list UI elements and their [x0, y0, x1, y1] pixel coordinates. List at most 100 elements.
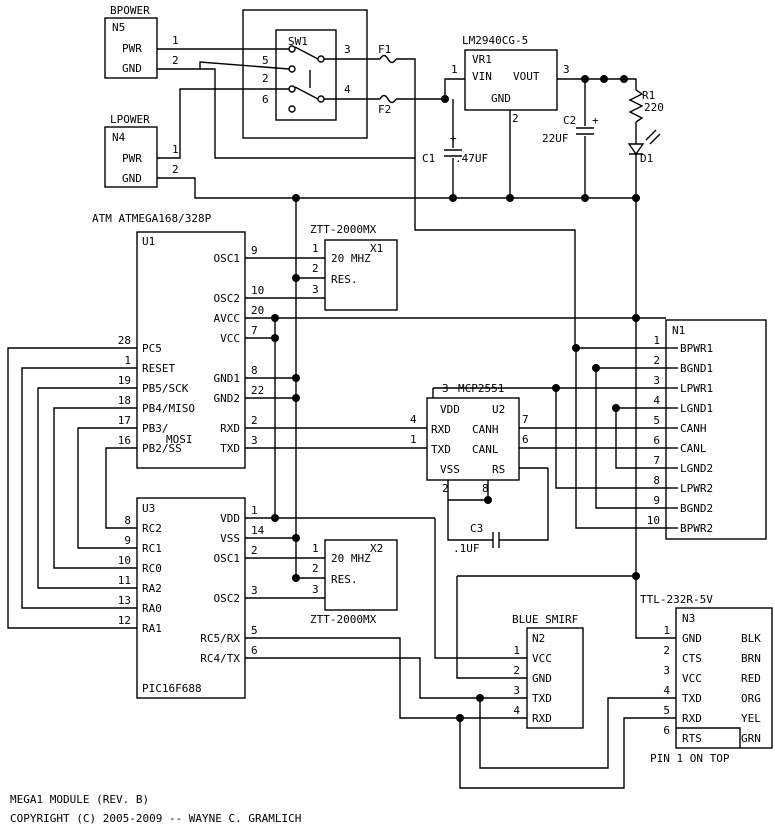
fuse-f1-symbol	[379, 54, 397, 64]
n3-ref: N3	[682, 612, 695, 625]
u3-pin-number: 1	[251, 504, 258, 517]
r1-value: 220	[644, 101, 664, 114]
u1-pin-number: 10	[251, 284, 264, 297]
n3-pin-label: RXD	[682, 712, 702, 725]
r1-ref: R1	[642, 89, 655, 102]
n3-wire-color: BRN	[741, 652, 761, 665]
c1-value: .47UF	[455, 152, 488, 165]
u1-ref: U1	[142, 235, 155, 248]
n5-pin2-num: 2	[172, 54, 179, 67]
mcu-u3: U3 PIC16F688 VDD1VSS14OSC12OSC23RC5/RX5R…	[118, 497, 265, 699]
n2-pin-label: RXD	[532, 712, 552, 725]
cable-n3-ttl232r: TTL-232R-5V N3 GND1BLKCTS2BRNVCC3REDTXD4…	[640, 593, 773, 765]
u3-pin-label: VDD	[220, 512, 240, 525]
u1-title: ATM ATMEGA168/328P	[92, 212, 212, 225]
u3-pin-label: OSC1	[214, 552, 241, 565]
n1-pin-label: CANL	[680, 442, 707, 455]
wires	[7, 48, 676, 789]
u2-rs: RS	[492, 463, 505, 476]
u2-rxd: RXD	[431, 423, 451, 436]
x2-ref: X2	[370, 542, 383, 555]
u2-canl: CANL	[472, 443, 499, 456]
u2-txd: TXD	[431, 443, 451, 456]
u3-pin-label: RC4/TX	[200, 652, 240, 665]
n1-pin-number: 5	[653, 414, 660, 427]
footer-title: MEGA1 MODULE (REV. B)	[10, 793, 149, 806]
d1-ref: D1	[640, 152, 653, 165]
n5-title: BPOWER	[110, 4, 150, 17]
n3-note: PIN 1 ON TOP	[650, 752, 730, 765]
u3-pin-label: RA0	[142, 602, 162, 615]
u2-pin-canh: 7	[522, 413, 529, 426]
resistor-r1: R1 220	[628, 89, 664, 123]
n1-pin-label: LPWR1	[680, 382, 713, 395]
x1-res: RES.	[331, 273, 358, 286]
u3-pin-number: 12	[118, 614, 131, 627]
u3-pin-label: VSS	[220, 532, 240, 545]
vr1-pin-vin: 1	[451, 63, 458, 76]
u3-pin-number: 10	[118, 554, 131, 567]
u1-pin-number: 3	[251, 434, 258, 447]
regulator-vr1: LM2940CG-5 VR1 VIN VOUT GND 1 3 2	[451, 34, 570, 125]
sw1-pin5: 5	[262, 54, 269, 67]
n3-pin-label: RTS	[682, 732, 702, 745]
x2-pin3: 3	[312, 583, 319, 596]
capacitor-c2: + C2 22UF	[542, 114, 599, 145]
u3-pin-number: 6	[251, 644, 258, 657]
resonator-x2: X2 20 MHZ RES. 1 2 3 ZTT-2000MX	[310, 539, 398, 626]
n2-pin-number: 1	[513, 644, 520, 657]
n3-wire-color: ORG	[741, 692, 761, 705]
n5-pin-pwr: PWR	[122, 42, 142, 55]
sw1-pin6: 6	[262, 93, 269, 106]
u1-pin-label: OSC1	[214, 252, 241, 265]
c2-ref: C2	[563, 114, 576, 127]
n1-pin-number: 8	[653, 474, 660, 487]
u1-pin-number: 8	[251, 364, 258, 377]
n3-pin-number: 1	[663, 624, 670, 637]
n3-wire-color: RED	[741, 672, 761, 685]
resonator-x1: ZTT-2000MX X1 20 MHZ RES. 1 2 3	[310, 223, 398, 311]
n2-pin-label: TXD	[532, 692, 552, 705]
u3-pin-number: 9	[124, 534, 131, 547]
u1-mosi: MOSI	[166, 433, 193, 446]
n4-pin-gnd: GND	[122, 172, 142, 185]
u3-pin-label: OSC2	[214, 592, 241, 605]
u1-pin-number: 19	[118, 374, 131, 387]
n1-pin-number: 10	[647, 514, 660, 527]
u1-pin-label: OSC2	[214, 292, 241, 305]
n3-pin-label: CTS	[682, 652, 702, 665]
n1-pin-label: BPWR1	[680, 342, 713, 355]
c3-value: .1UF	[453, 542, 480, 555]
u1-pin-number: 18	[118, 394, 131, 407]
u3-pin-label: RC2	[142, 522, 162, 535]
n3-pin-number: 2	[663, 644, 670, 657]
n4-ref: N4	[112, 131, 126, 144]
capacitor-c1: + C1 .47UF	[422, 132, 488, 165]
n2-pin-number: 4	[513, 704, 520, 717]
x1-pin1: 1	[312, 242, 319, 255]
u2-vss: VSS	[440, 463, 460, 476]
vr1-vout: VOUT	[513, 70, 540, 83]
n1-pin-label: LPWR2	[680, 482, 713, 495]
u3-pin-label: RC5/RX	[200, 632, 240, 645]
n1-pin-label: BGND1	[680, 362, 713, 375]
vr1-pin-vout: 3	[563, 63, 570, 76]
n1-pin-number: 1	[653, 334, 660, 347]
c2-plus: +	[592, 114, 599, 127]
n2-ref: N2	[532, 632, 545, 645]
c1-ref: C1	[422, 152, 435, 165]
vr1-part: LM2940CG-5	[462, 34, 528, 47]
n1-pin-number: 3	[653, 374, 660, 387]
u1-pin-number: 17	[118, 414, 131, 427]
n2-pin-label: VCC	[532, 652, 552, 665]
n4-pin-pwr: PWR	[122, 152, 142, 165]
u1-pin-number: 1	[124, 354, 131, 367]
u3-pin-number: 5	[251, 624, 258, 637]
connector-n4-lpower: LPOWER N4 PWR GND 1 2	[104, 113, 179, 188]
fuse-f2-symbol	[379, 94, 397, 104]
n1-pin-number: 9	[653, 494, 660, 507]
connector-n1: N1 BPWR11BGND12LPWR13LGND14CANH5CANL6LGN…	[647, 319, 767, 540]
u1-pin-number: 28	[118, 334, 131, 347]
x1-freq: 20 MHZ	[331, 252, 371, 265]
